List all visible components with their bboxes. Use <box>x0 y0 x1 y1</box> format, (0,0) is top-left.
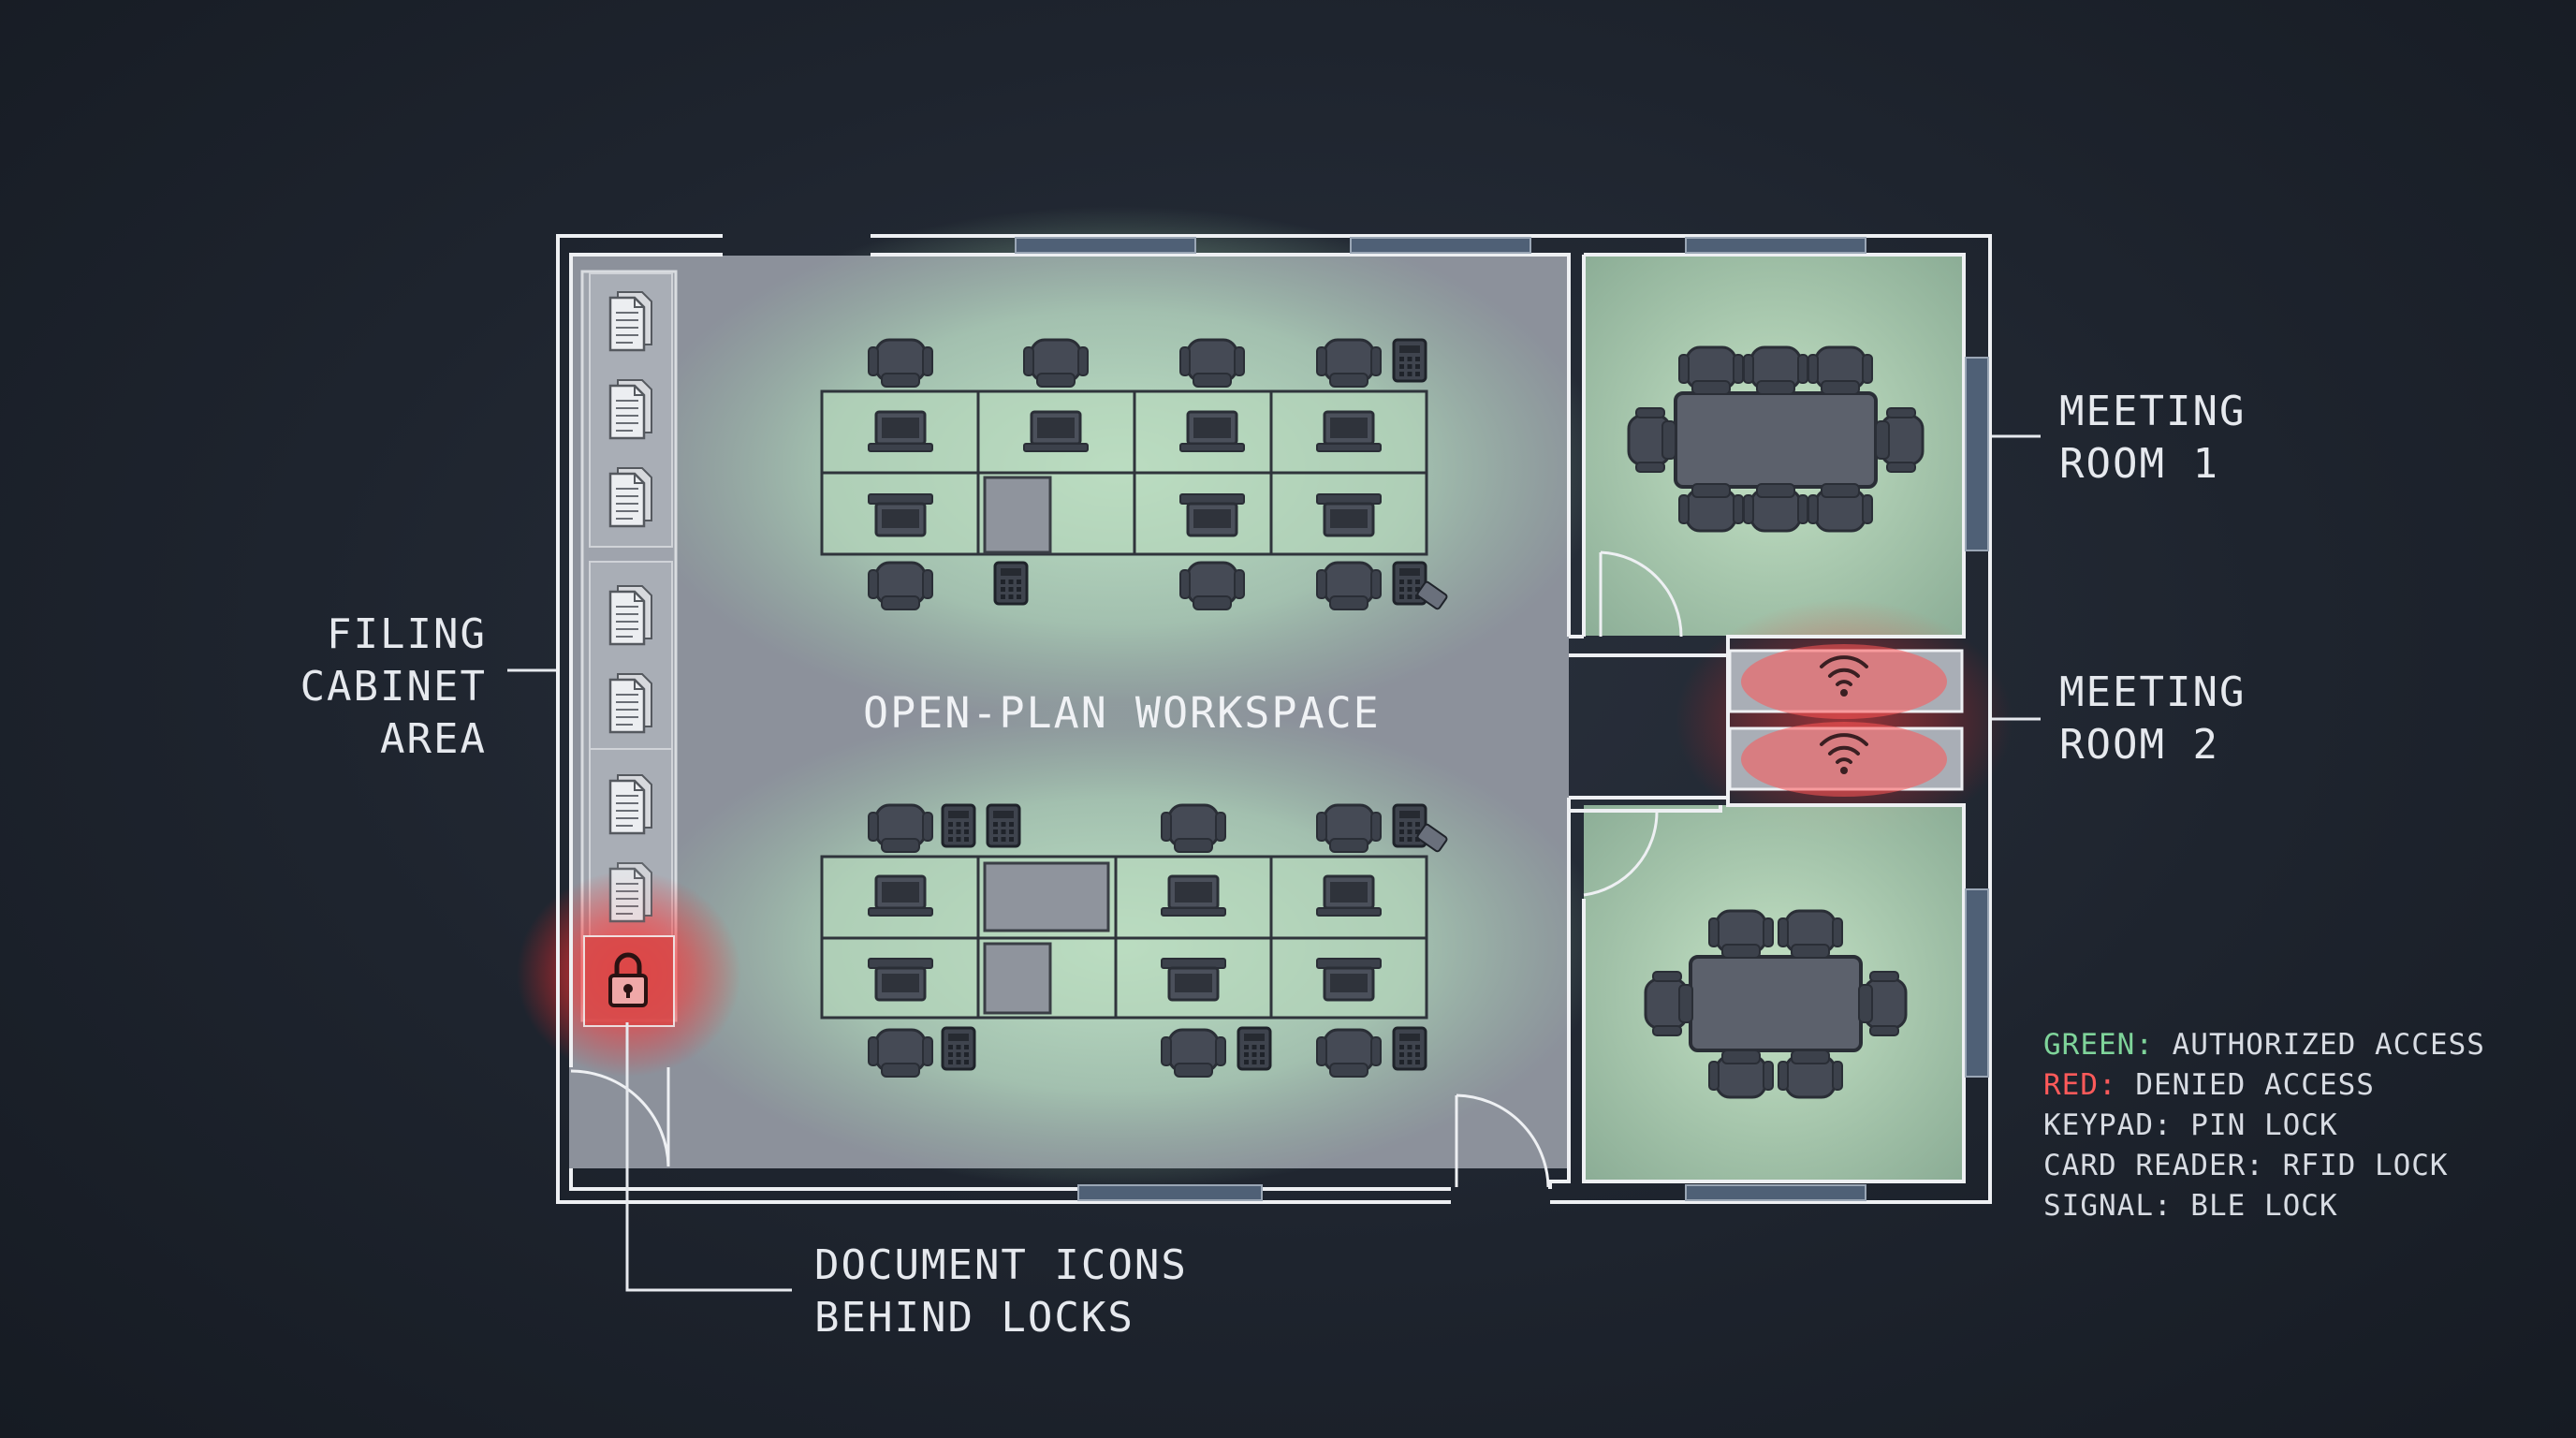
meeting2-label-line-2: ROOM 2 <box>2059 721 2219 769</box>
meeting-room-1 <box>1584 256 1964 636</box>
filing-label-line-1: FILING <box>327 610 487 658</box>
legend-red: RED: DENIED ACCESS <box>2043 1065 2485 1106</box>
legend-red-key: RED: <box>2043 1068 2117 1102</box>
document-icon <box>608 290 653 923</box>
documents-label-line-1: DOCUMENT ICONS <box>814 1241 1188 1289</box>
filing-label-line-3: AREA <box>380 715 487 763</box>
filing-label-line-2: CABINET <box>300 663 487 711</box>
meeting-room-2-label: MEETING ROOM 2 <box>2059 667 2246 771</box>
meeting-room-1-label: MEETING ROOM 1 <box>2059 386 2246 491</box>
meeting1-label-line-2: ROOM 1 <box>2059 440 2219 488</box>
meeting-room-3 <box>1584 805 1964 1180</box>
legend-card-reader: CARD READER: RFID LOCK <box>2043 1149 2449 1182</box>
legend-green-key: GREEN: <box>2043 1028 2154 1062</box>
legend: GREEN: AUTHORIZED ACCESS RED: DENIED ACC… <box>2043 1025 2485 1226</box>
padlock-icon <box>608 952 648 1007</box>
meeting1-label-line-1: MEETING <box>2059 388 2247 435</box>
document-icons-label: DOCUMENT ICONS BEHIND LOCKS <box>814 1240 1188 1344</box>
windows <box>1015 237 1989 1201</box>
callout-leaders <box>507 434 2041 1292</box>
legend-keypad: KEYPAD: PIN LOCK <box>2043 1108 2338 1142</box>
documents-label-line-2: BEHIND LOCKS <box>814 1294 1134 1342</box>
meeting2-label-line-1: MEETING <box>2059 668 2247 716</box>
filing-cabinet-label: FILING CABINET AREA <box>290 609 487 766</box>
legend-signal: SIGNAL: BLE LOCK <box>2043 1189 2338 1223</box>
legend-red-value: DENIED ACCESS <box>2116 1068 2375 1102</box>
legend-green-value: AUTHORIZED ACCESS <box>2153 1028 2485 1062</box>
doors <box>570 550 1683 1188</box>
legend-green: GREEN: AUTHORIZED ACCESS <box>2043 1025 2485 1065</box>
workspace-label: OPEN-PLAN WORKSPACE <box>863 688 1381 738</box>
